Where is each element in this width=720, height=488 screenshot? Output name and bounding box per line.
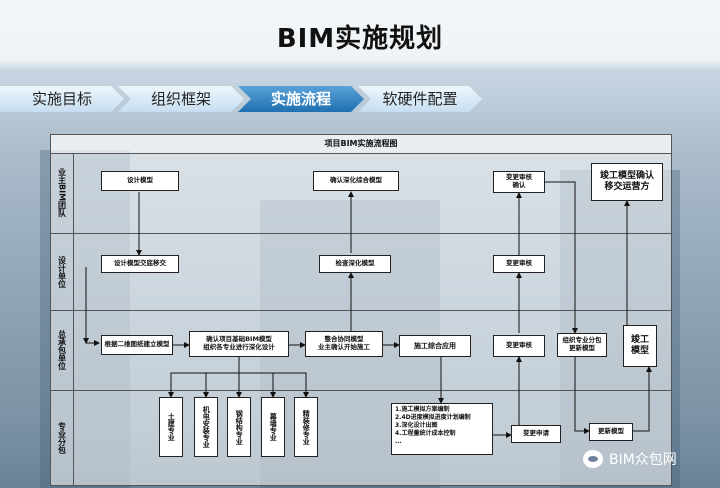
node-change-apply: 变更申请 [511,425,561,443]
step-implementation-process[interactable]: 实施流程 [238,86,364,112]
node-sub-civil: 土建专业 [159,397,183,457]
step-software-hardware[interactable]: 软硬件配置 [358,86,482,112]
lane-general-contractor: 总承包单位 [51,310,671,391]
application-item: 4.工程量统计成本控制 [395,430,456,438]
lane-subcontractor: 专业分包 [51,390,671,485]
lane-design: 设计单位 [51,233,671,311]
step-navigation: 实施目标 组织框架 实施流程 软硬件配置 [0,86,720,114]
node-sub-steel: 钢结构专业 [227,397,251,457]
application-item: ... [395,438,402,446]
flowchart-title: 项目BIM实施流程图 [51,135,671,154]
node-change-confirm: 变更审核 确认 [493,171,545,193]
lane-label: 专业分包 [57,421,67,454]
node-construct-app: 施工综合应用 [399,335,471,357]
lane-label: 业主BIM团队 [57,168,67,218]
lane-owner: 业主BIM团队 [51,153,671,234]
watermark-text: BIM众包网 [609,452,677,468]
lane-label: 总承包单位 [57,330,67,370]
node-integrate: 整合协同模型 业主确认开始施工 [305,331,383,357]
step-implementation-goal[interactable]: 实施目标 [0,86,124,112]
page-title: BIM实施规划 [276,24,444,54]
node-design-model-deliver: 设计模型交底移交 [101,255,179,273]
application-item: 3.深化设计出图 [395,422,438,430]
application-item: 1.施工模拟方案编制 [395,406,450,413]
applications-list: 1.施工模拟方案编制 2.4D进度模拟进度计划编制 3.深化设计出图 4.工程量… [391,403,493,455]
watermark: BIM众包网 [583,448,677,470]
flow-arrows [83,181,652,438]
application-item: 2.4D进度模拟进度计划编制 [395,414,471,422]
node-final-model: 竣工 模型 [623,325,657,367]
node-confirm-deepen: 确认深化综合模型 [313,171,399,191]
node-change-review-design: 变更审核 [493,255,545,273]
node-sub-mep: 机电安装专业 [194,397,218,457]
node-sub-curtain: 幕墙专业 [261,397,285,457]
node-final-model-submit: 竣工模型确认 移交运营方 [591,163,663,201]
node-design-model: 设计模型 [101,171,179,191]
node-build-civil: 根据二维图纸建立模型 [101,335,173,355]
node-update-model: 更新模型 [589,423,633,441]
lane-label: 设计单位 [57,255,67,288]
node-org-update: 组织专业分包 更新模型 [557,333,607,357]
flowchart: 项目BIM实施流程图 业主BIM团队 设计单位 总承包单位 专业分包 [50,134,672,486]
node-confirm-bim: 确认项目基础BIM模型 组织各专业进行深化设计 [189,331,289,357]
node-change-review-gc: 变更审核 [493,335,545,357]
step-organization[interactable]: 组织框架 [118,86,244,112]
wechat-icon [583,450,603,468]
node-sub-finish: 精装修专业 [294,397,318,457]
node-check-deepen: 检查深化模型 [319,255,391,273]
